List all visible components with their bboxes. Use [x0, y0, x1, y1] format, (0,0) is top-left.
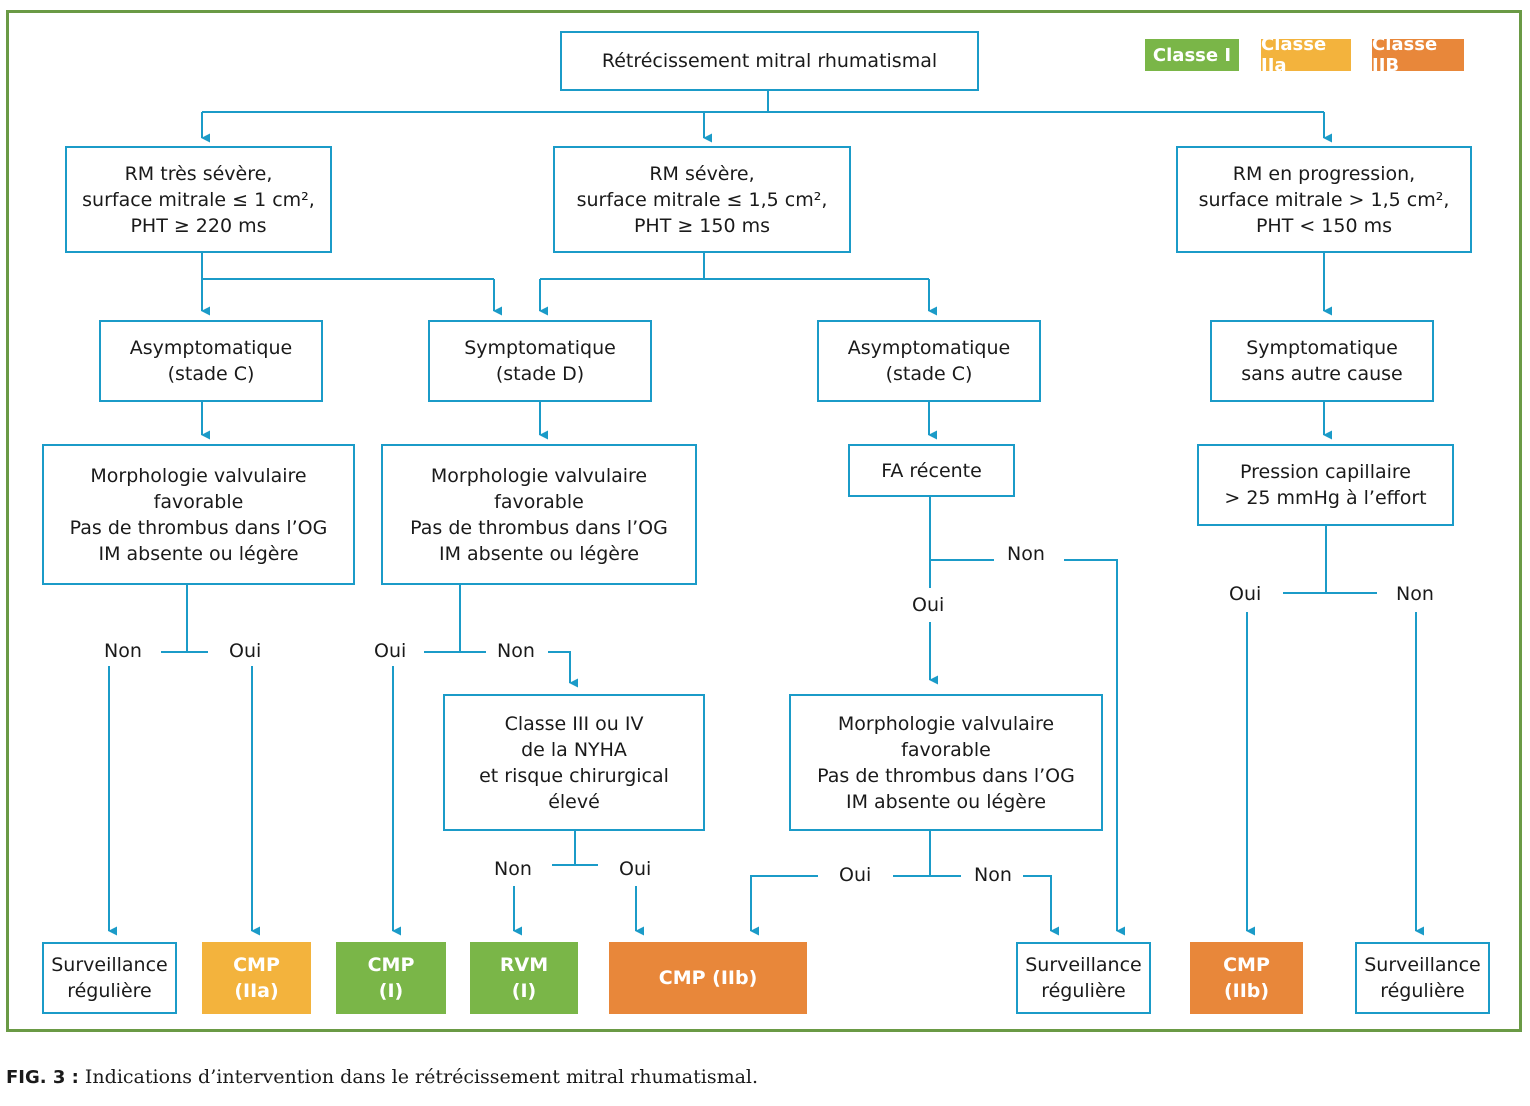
outcome-surveillance-3: Surveillance régulière — [1355, 942, 1490, 1014]
node-fa-recente: FA récente — [848, 444, 1015, 497]
figure-number: FIG. 3 : — [6, 1067, 79, 1088]
outcome-rvm-i: RVM (I) — [470, 942, 578, 1014]
outcome-cmp-iib-2: CMP (IIb) — [1190, 942, 1303, 1014]
figure-caption: FIG. 3 : Indications d’intervention dans… — [6, 1066, 758, 1088]
node-classe-nyha: Classe III ou IV de la NYHA et risque ch… — [443, 694, 705, 831]
label-oui-2: Oui — [374, 640, 407, 662]
legend-classe-i: Classe I — [1145, 39, 1239, 71]
label-non-2: Non — [497, 640, 535, 662]
node-morphologie-3: Morphologie valvulaire favorable Pas de … — [789, 694, 1103, 831]
node-morphologie-1: Morphologie valvulaire favorable Pas de … — [42, 444, 355, 585]
outcome-cmp-iia: CMP (IIa) — [202, 942, 311, 1014]
legend-classe-iia: Classe IIa — [1261, 34, 1351, 76]
label-oui-3: Oui — [619, 858, 652, 880]
legend-classe-iib-label: Classe IIB — [1372, 34, 1438, 76]
node-rm-progression: RM en progression, surface mitrale > 1,5… — [1176, 146, 1472, 253]
node-asymptomatique-c-2: Asymptomatique (stade C) — [817, 320, 1041, 402]
node-asymptomatique-c-1: Asymptomatique (stade C) — [99, 320, 323, 402]
node-pression-capillaire: Pression capillaire > 25 mmHg à l’effort — [1197, 444, 1454, 526]
figure-caption-text: Indications d’intervention dans le rétré… — [84, 1066, 759, 1088]
node-symptomatique-d: Symptomatique (stade D) — [428, 320, 652, 402]
label-oui-4: Oui — [839, 864, 872, 886]
label-non-1: Non — [104, 640, 142, 662]
label-non-4: Non — [974, 864, 1012, 886]
legend-classe-iib: Classe IIB — [1372, 34, 1464, 76]
label-non-fa: Non — [1007, 543, 1045, 565]
node-morphologie-2: Morphologie valvulaire favorable Pas de … — [381, 444, 697, 585]
node-rm-tres-severe: RM très sévère, surface mitrale ≤ 1 cm²,… — [65, 146, 332, 253]
node-rm-severe: RM sévère, surface mitrale ≤ 1,5 cm², PH… — [553, 146, 851, 253]
legend-classe-iia-label: Classe IIa — [1261, 34, 1327, 76]
label-oui-fa: Oui — [912, 594, 945, 616]
node-symptomatique-sans-cause: Symptomatique sans autre cause — [1210, 320, 1434, 402]
legend-classe-i-label: Classe I — [1152, 44, 1232, 66]
root-node: Rétrécissement mitral rhumatismal — [560, 31, 979, 91]
outcome-surveillance-2: Surveillance régulière — [1016, 942, 1151, 1014]
label-oui-1: Oui — [229, 640, 262, 662]
label-non-pc: Non — [1396, 583, 1434, 605]
label-oui-pc: Oui — [1229, 583, 1262, 605]
label-non-3: Non — [494, 858, 532, 880]
figure-frame — [6, 10, 1522, 1032]
outcome-cmp-i: CMP (I) — [336, 942, 446, 1014]
outcome-surveillance-1: Surveillance régulière — [42, 942, 177, 1014]
outcome-cmp-iib-1: CMP (IIb) — [609, 942, 807, 1014]
